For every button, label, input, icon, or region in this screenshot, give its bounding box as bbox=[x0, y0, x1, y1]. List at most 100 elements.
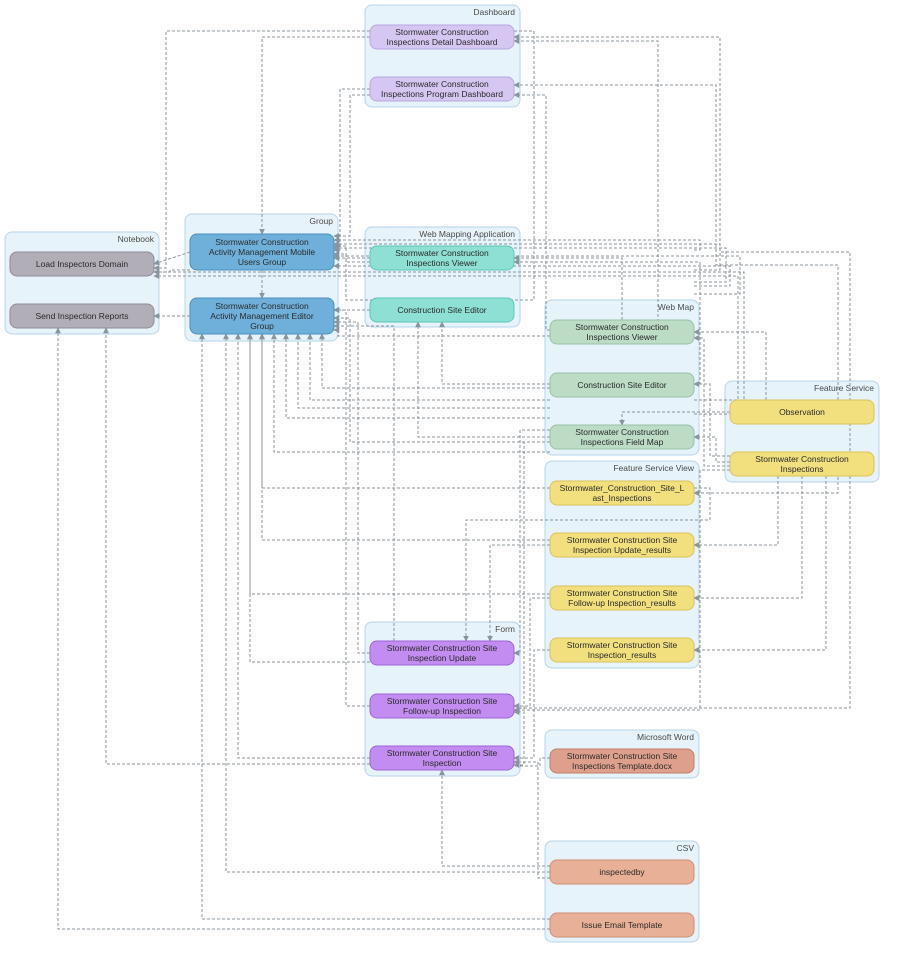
dependency-edge bbox=[333, 327, 550, 337]
dependency-edge bbox=[199, 333, 550, 920]
node-csv-inspectedby[interactable]: inspectedby bbox=[549, 859, 695, 885]
node-fv-results[interactable]: Stormwater Construction SiteInspection_r… bbox=[549, 637, 695, 663]
node-box[interactable] bbox=[9, 303, 155, 329]
dependency-edge bbox=[283, 333, 550, 419]
dependency-edge bbox=[619, 411, 730, 426]
node-label: Stormwater Construction bbox=[215, 301, 309, 311]
dependency-edge bbox=[513, 255, 623, 320]
node-label: Inspection Update_results bbox=[573, 545, 671, 555]
dependency-edge bbox=[693, 476, 827, 653]
node-label: Stormwater Construction bbox=[755, 454, 849, 464]
dependency-edge bbox=[513, 469, 730, 713]
dependency-edge bbox=[259, 36, 370, 235]
node-box[interactable] bbox=[549, 372, 695, 398]
dependency-edge bbox=[319, 333, 550, 389]
node-box[interactable] bbox=[549, 424, 695, 450]
node-fv-last[interactable]: Stormwater_Construction_Site_Last_Inspec… bbox=[549, 480, 695, 506]
node-box[interactable] bbox=[369, 640, 515, 666]
node-label: Stormwater Construction Site bbox=[567, 535, 678, 545]
node-fs-obs[interactable]: Observation bbox=[729, 399, 875, 425]
node-label: Load Inspectors Domain bbox=[36, 259, 128, 269]
node-label: Stormwater Construction bbox=[395, 27, 489, 37]
dependency-edge bbox=[513, 259, 701, 385]
node-box[interactable] bbox=[369, 297, 515, 323]
dependency-edge bbox=[693, 476, 803, 601]
node-box[interactable] bbox=[189, 233, 335, 271]
group-label-fsview: Feature Service View bbox=[613, 463, 694, 473]
node-nb-send[interactable]: Send Inspection Reports bbox=[9, 303, 155, 329]
group-label-csv: CSV bbox=[677, 843, 695, 853]
node-label: inspectedby bbox=[599, 867, 645, 877]
node-wm-editor[interactable]: Construction Site Editor bbox=[549, 372, 695, 398]
node-box[interactable] bbox=[189, 297, 335, 335]
dependency-edge bbox=[271, 333, 550, 453]
group-label-featuresvc: Feature Service bbox=[814, 383, 874, 393]
node-box[interactable] bbox=[549, 637, 695, 663]
node-label: Activity Management Mobile bbox=[209, 247, 316, 257]
node-box[interactable] bbox=[729, 451, 875, 477]
node-label: Stormwater Construction bbox=[395, 79, 489, 89]
node-box[interactable] bbox=[9, 251, 155, 277]
node-label: Inspections Program Dashboard bbox=[381, 89, 503, 99]
dependency-edge bbox=[235, 333, 370, 759]
node-box[interactable] bbox=[369, 745, 515, 771]
node-label: Stormwater Construction Site bbox=[567, 751, 678, 761]
node-label: Send Inspection Reports bbox=[35, 311, 128, 321]
node-csv-email[interactable]: Issue Email Template bbox=[549, 912, 695, 938]
node-box[interactable] bbox=[549, 859, 695, 885]
node-label: Follow-up Inspection bbox=[403, 706, 481, 716]
node-box[interactable] bbox=[549, 912, 695, 938]
group-label-group: Group bbox=[309, 216, 333, 226]
dependency-edge bbox=[333, 245, 727, 283]
node-box[interactable] bbox=[729, 399, 875, 425]
node-box[interactable] bbox=[369, 76, 515, 102]
node-box[interactable] bbox=[549, 585, 695, 611]
dependency-edge bbox=[513, 476, 851, 715]
node-box[interactable] bbox=[549, 532, 695, 558]
group-label-form: Form bbox=[495, 624, 515, 634]
dependency-edge bbox=[259, 333, 550, 541]
node-label: Stormwater Construction bbox=[575, 322, 669, 332]
dependency-edge bbox=[513, 82, 839, 400]
node-label: Stormwater Construction Site bbox=[567, 640, 678, 650]
node-box[interactable] bbox=[549, 748, 695, 774]
node-app-editor[interactable]: Construction Site Editor bbox=[369, 297, 515, 323]
dependency-edge bbox=[153, 30, 370, 271]
dependency-edge bbox=[513, 429, 550, 656]
node-box[interactable] bbox=[369, 693, 515, 719]
dependency-edge bbox=[693, 329, 767, 400]
node-box[interactable] bbox=[549, 480, 695, 506]
dependency-edge bbox=[693, 452, 839, 496]
node-label: Stormwater_Construction_Site_L bbox=[560, 483, 685, 493]
node-box[interactable] bbox=[369, 245, 515, 271]
node-label: Activity Management Editor bbox=[210, 311, 314, 321]
dependency-edge bbox=[153, 273, 739, 401]
node-label: Stormwater Construction Site bbox=[387, 748, 498, 758]
node-box[interactable] bbox=[369, 24, 515, 50]
dependency-edge bbox=[513, 597, 550, 709]
dependency-edge bbox=[513, 759, 550, 879]
dependency-edge bbox=[513, 92, 550, 331]
node-label: Inspection bbox=[423, 758, 462, 768]
node-word-tpl[interactable]: Stormwater Construction SiteInspections … bbox=[549, 748, 695, 774]
group-label-dashboard: Dashboard bbox=[473, 7, 515, 17]
dependency-edge bbox=[693, 381, 730, 457]
node-label: Issue Email Template bbox=[582, 920, 663, 930]
node-nb-load[interactable]: Load Inspectors Domain bbox=[9, 251, 155, 277]
node-label: Group bbox=[250, 321, 274, 331]
node-box[interactable] bbox=[549, 319, 695, 345]
node-label: Inspections Detail Dashboard bbox=[386, 37, 497, 47]
